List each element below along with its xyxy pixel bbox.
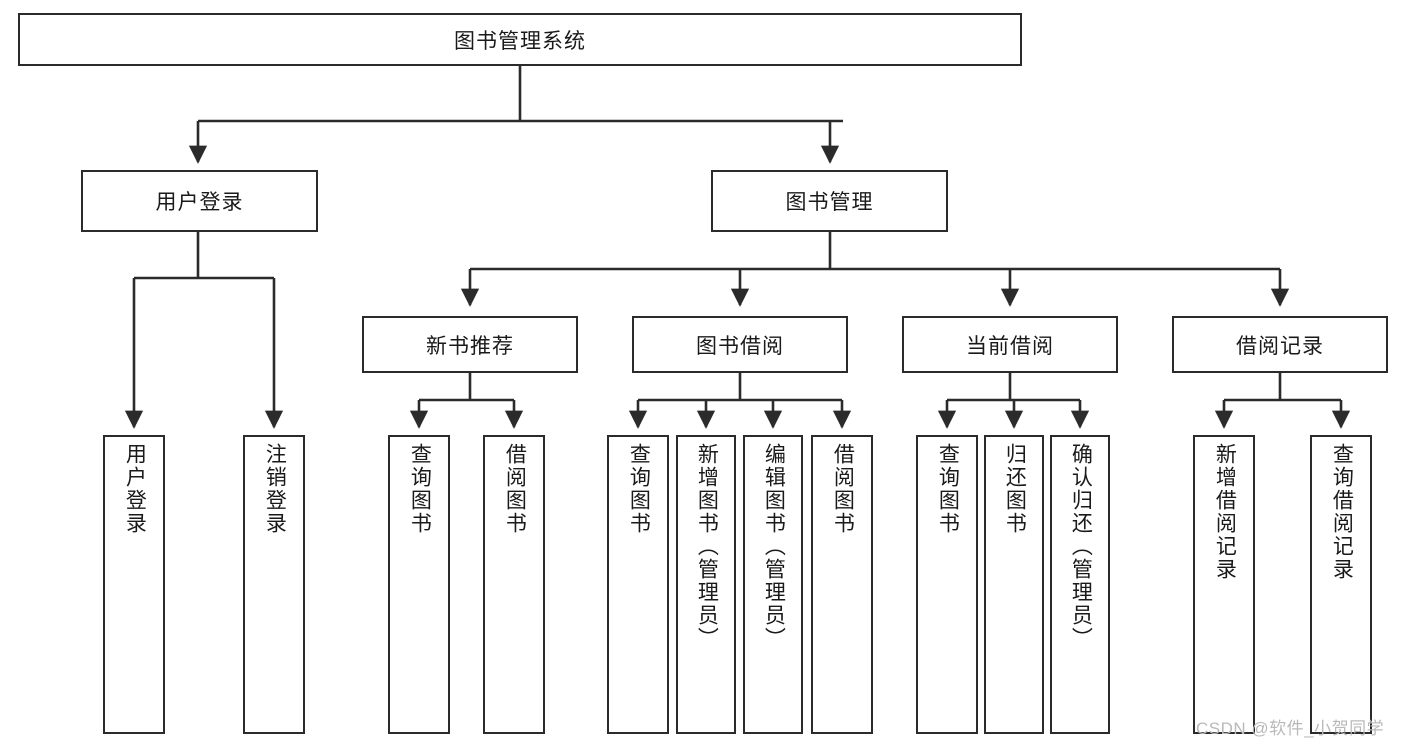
node-leaf-add-record[interactable]: 新增借阅记录 [1193, 435, 1255, 734]
node-leaf-query-record[interactable]: 查询借阅记录 [1310, 435, 1372, 734]
node-leaf-query-book-3[interactable]: 查询图书 [916, 435, 978, 734]
node-leaf-borrow-book-1[interactable]: 借阅图书 [483, 435, 545, 734]
node-user-login[interactable]: 用户登录 [81, 170, 318, 232]
node-label: 查询图书 [936, 443, 960, 535]
node-label: 确认归还（管理员） [1069, 443, 1093, 650]
node-label: 借阅图书 [503, 443, 527, 535]
node-label: 注销登录 [263, 443, 287, 535]
node-book-borrow[interactable]: 图书借阅 [632, 316, 848, 373]
node-label: 图书借阅 [696, 334, 784, 358]
node-label: 新增图书（管理员） [695, 443, 719, 650]
node-label: 用户登录 [155, 191, 244, 214]
node-label: 查询图书 [408, 443, 432, 535]
node-label: 图书管理系统 [454, 29, 586, 53]
watermark-text: CSDN @软件_小贺同学 [1196, 719, 1385, 738]
node-label: 当前借阅 [966, 334, 1054, 358]
node-book-management[interactable]: 图书管理 [711, 170, 948, 232]
node-label: 查询借阅记录 [1330, 443, 1354, 581]
node-leaf-logout-login[interactable]: 注销登录 [243, 435, 305, 734]
node-leaf-return-book[interactable]: 归还图书 [984, 435, 1044, 734]
node-new-book-recommend[interactable]: 新书推荐 [362, 316, 578, 373]
node-label: 新增借阅记录 [1213, 443, 1237, 581]
node-label: 用户登录 [123, 443, 147, 535]
node-label: 借阅记录 [1236, 334, 1324, 358]
node-leaf-borrow-book-2[interactable]: 借阅图书 [811, 435, 873, 734]
node-leaf-query-book-1[interactable]: 查询图书 [388, 435, 450, 734]
node-leaf-confirm-return[interactable]: 确认归还（管理员） [1050, 435, 1110, 734]
node-label: 查询图书 [627, 443, 651, 535]
node-label: 新书推荐 [426, 334, 514, 358]
node-book-management-system[interactable]: 图书管理系统 [18, 13, 1022, 66]
node-current-borrow[interactable]: 当前借阅 [902, 316, 1118, 373]
node-label: 借阅图书 [831, 443, 855, 535]
node-borrow-record[interactable]: 借阅记录 [1172, 316, 1388, 373]
node-leaf-add-book[interactable]: 新增图书（管理员） [676, 435, 736, 734]
node-label: 编辑图书（管理员） [762, 443, 786, 650]
node-label: 归还图书 [1003, 443, 1027, 535]
node-leaf-query-book-2[interactable]: 查询图书 [607, 435, 669, 734]
node-leaf-user-login[interactable]: 用户登录 [103, 435, 165, 734]
node-leaf-edit-book[interactable]: 编辑图书（管理员） [743, 435, 803, 734]
node-label: 图书管理 [785, 191, 874, 214]
